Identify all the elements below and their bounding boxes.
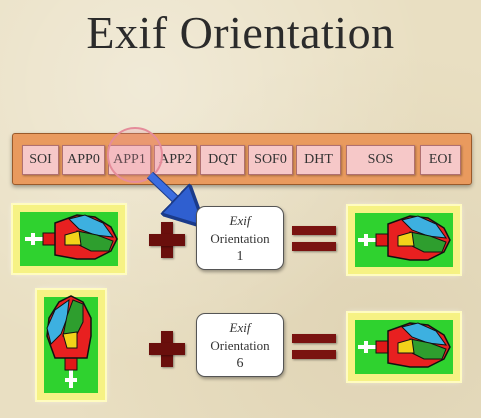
- segment-app0: APP0: [62, 145, 105, 175]
- tag-label-exif: Exif: [229, 213, 251, 228]
- result-image-6: [348, 313, 460, 381]
- page-title: Exif Orientation: [86, 7, 395, 58]
- plug-icon: [25, 214, 118, 260]
- plug-icon: [358, 215, 451, 261]
- segment-app2: APP2: [154, 145, 197, 175]
- exif-orientation-tag-1: Exif Orientation 1: [196, 206, 284, 270]
- source-image-portrait: [37, 290, 105, 400]
- plug-icon: [358, 322, 451, 368]
- segment-eoi: EOI: [420, 145, 461, 175]
- segment-soi: SOI: [22, 145, 59, 175]
- segment-sos: SOS: [346, 145, 415, 175]
- tag-label-orientation: Orientation: [210, 231, 270, 246]
- segment-dht: DHT: [296, 145, 341, 175]
- tag-label-exif: Exif: [229, 320, 251, 335]
- tag-value: 6: [236, 356, 244, 371]
- plus-icon: [149, 331, 185, 367]
- plug-icon: [46, 295, 92, 388]
- segment-sof0: SOF0: [248, 145, 293, 175]
- result-image-1: [348, 206, 460, 274]
- plus-icon: [149, 222, 185, 258]
- equals-icon: [292, 334, 336, 360]
- equals-icon: [292, 226, 336, 252]
- segment-dqt: DQT: [200, 145, 245, 175]
- tag-label-orientation: Orientation: [210, 338, 270, 353]
- tag-value: 1: [236, 249, 244, 264]
- source-image-landscape: [13, 205, 125, 273]
- exif-orientation-tag-6: Exif Orientation 6: [196, 313, 284, 377]
